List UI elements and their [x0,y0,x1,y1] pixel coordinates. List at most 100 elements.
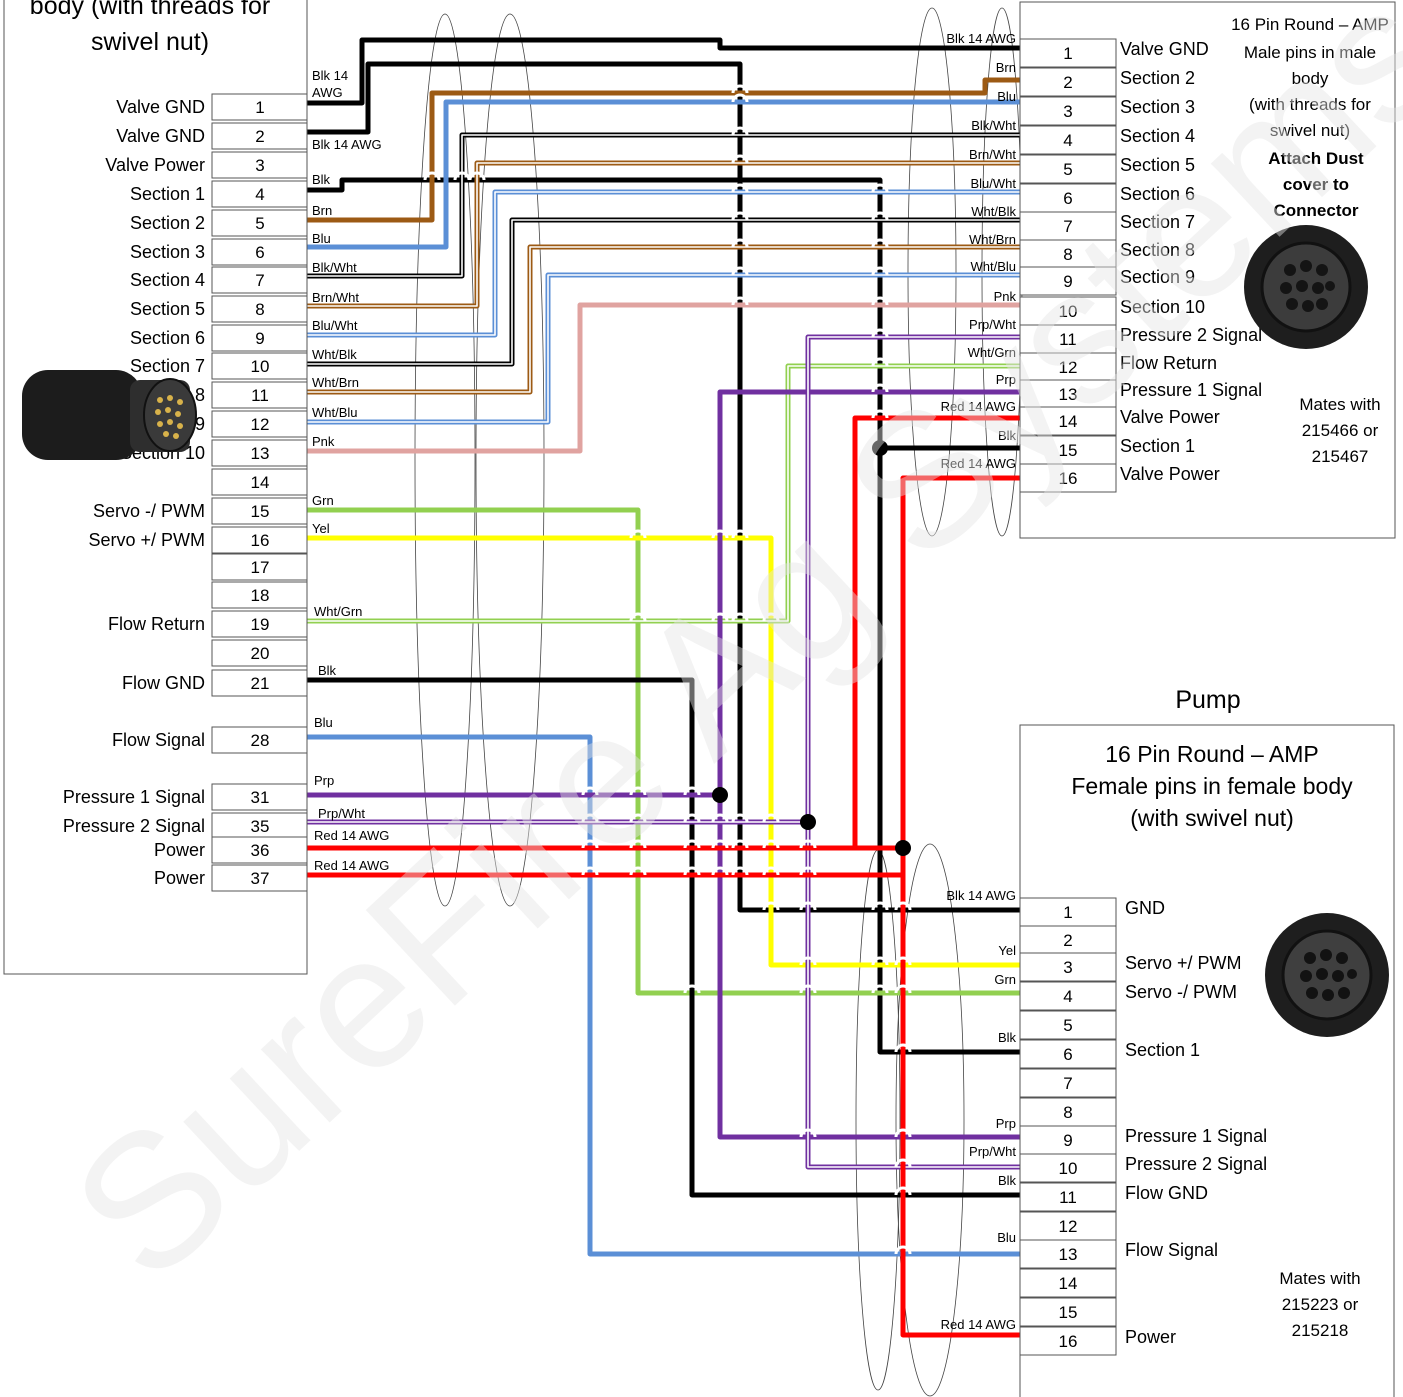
pump-pin-number: 1 [1063,903,1072,922]
wire-crossover-hop [799,956,817,966]
pump-pin-number: 6 [1063,1045,1072,1064]
pump-pin-cell [1019,981,1117,1011]
pump-connector-mates: 215223 or [1282,1295,1359,1314]
left-pin-label: Section 5 [130,299,205,319]
left-pin-number: 21 [251,674,270,693]
wire-crossover-hop [894,984,912,994]
left-wire-label: Red 14 AWG [314,828,389,843]
valve-connector-description: 16 Pin Round – AMP [1231,15,1389,34]
wire-crossover-hop [894,1128,912,1138]
pump-pin-cell [1019,1326,1117,1356]
wire-brn-section-2 [307,77,1020,223]
valve-pin-number: 13 [1059,385,1078,404]
wire-crossover-hop [453,171,471,181]
left-pin-label: Flow Signal [112,730,205,750]
wire-crossover-hop [711,529,729,539]
wire-crossover-hop [871,266,889,276]
valve-wire-label: Blk/Wht [971,118,1016,133]
valve-pin-number: 14 [1059,412,1078,431]
left-pin-label: Section 2 [130,213,205,233]
left-connector-title: swivel nut) [91,28,209,56]
wire-crossover-hop [799,984,817,994]
left-pin-number: 18 [251,586,270,605]
wire-crossover-hop [871,357,889,367]
pump-wire-label: Blk 14 AWG [946,888,1016,903]
valve-pin-number: 1 [1063,44,1072,63]
wire-crossover-hop [581,839,599,849]
wire-crossover-hop [799,901,817,911]
wire-crossover-hop [683,839,701,849]
wire-crossover-hop [799,866,817,876]
left-wire-label: Pnk [312,434,335,449]
pump-wire-label: Blk [998,1030,1017,1045]
wire-prp-pressure-1 [307,389,1020,798]
left-pin-label: Flow Return [108,614,205,634]
wire-crossover-hop [871,409,889,419]
wire-brnwht-section-5 [307,160,1020,309]
wire-crossover-hop [629,839,647,849]
valve-wire-label: Red 14 AWG [941,456,1016,471]
wire-crossover-hop [731,183,749,193]
wire-crossover-hop [731,84,749,94]
wire-crossover-hop [894,1043,912,1053]
pump-pin-cell [1019,1039,1117,1069]
wire-harness [307,37,1020,1338]
wire-crossover-hop [762,612,780,622]
left-pin-number: 28 [251,731,270,750]
left-pin-cell [211,864,308,892]
valve-pin-label: Valve GND [1120,39,1209,59]
wire-crossover-hop [581,786,599,796]
pump-pin-number: 15 [1059,1303,1078,1322]
pump-pin-number: 10 [1059,1159,1078,1178]
wire-crossover-hop [762,866,780,876]
valve-pin-label: Flow Return [1120,353,1217,373]
pump-connector-mates: 215218 [1292,1321,1349,1340]
wire-blu-flow-signal [307,734,1020,1257]
left-connector-title: body (with threads for [30,0,270,20]
pump-pin-cell [1019,952,1117,982]
left-pin-number: 31 [251,788,270,807]
pump-pin-number: 4 [1063,987,1072,1006]
valve-pin-number: 4 [1063,131,1072,150]
left-pin-cell [211,468,308,496]
wire-crossover-hop [683,866,701,876]
valve-wire-label: Wht/Brn [969,232,1016,247]
left-pin-number: 15 [251,502,270,521]
left-wire-label: Grn [312,493,334,508]
valve-pin-cell [1019,352,1117,382]
left-wire-label: Yel [312,521,330,536]
wire-crossover-hop [799,839,817,849]
wire-crossover-hop [629,866,647,876]
pump-pin-label: Power [1125,1327,1176,1347]
pump-pin-number: 7 [1063,1074,1072,1093]
valve-wire-label: Blk 14 AWG [946,31,1016,46]
left-pin-number: 4 [255,185,264,204]
valve-pin-cell [1019,239,1117,269]
wire-crossover-hop [683,813,701,823]
left-pin-label: Servo -/ PWM [93,501,205,521]
valve-pin-label: Section 3 [1120,97,1195,117]
valve-pin-number: 7 [1063,217,1072,236]
valve-wire-label: Red 14 AWG [941,399,1016,414]
left-pin-cell [211,381,308,409]
left-pin-cell [211,610,308,638]
left-pin-cell [211,93,308,121]
valve-pin-number: 3 [1063,102,1072,121]
pump-pin-cell [1019,897,1117,927]
left-pin-cell [211,352,308,380]
left-pin-number: 12 [251,415,270,434]
pump-connector-mates: Mates with [1279,1269,1360,1288]
left-pin-number: 5 [255,214,264,233]
left-connector-photo [22,370,197,460]
pump-pin-number: 9 [1063,1131,1072,1150]
wire-blk14-valve-gnd-2 [307,61,1020,913]
valve-pin-cell [1019,38,1117,68]
left-pin-label: Flow GND [122,673,205,693]
pump-wire-label: Blu [997,1230,1016,1245]
wire-crossover-hop [871,984,889,994]
wire-blu-section-3 [307,99,1020,250]
pump-pin-number: 12 [1059,1217,1078,1236]
wire-crossover-hop [629,786,647,796]
